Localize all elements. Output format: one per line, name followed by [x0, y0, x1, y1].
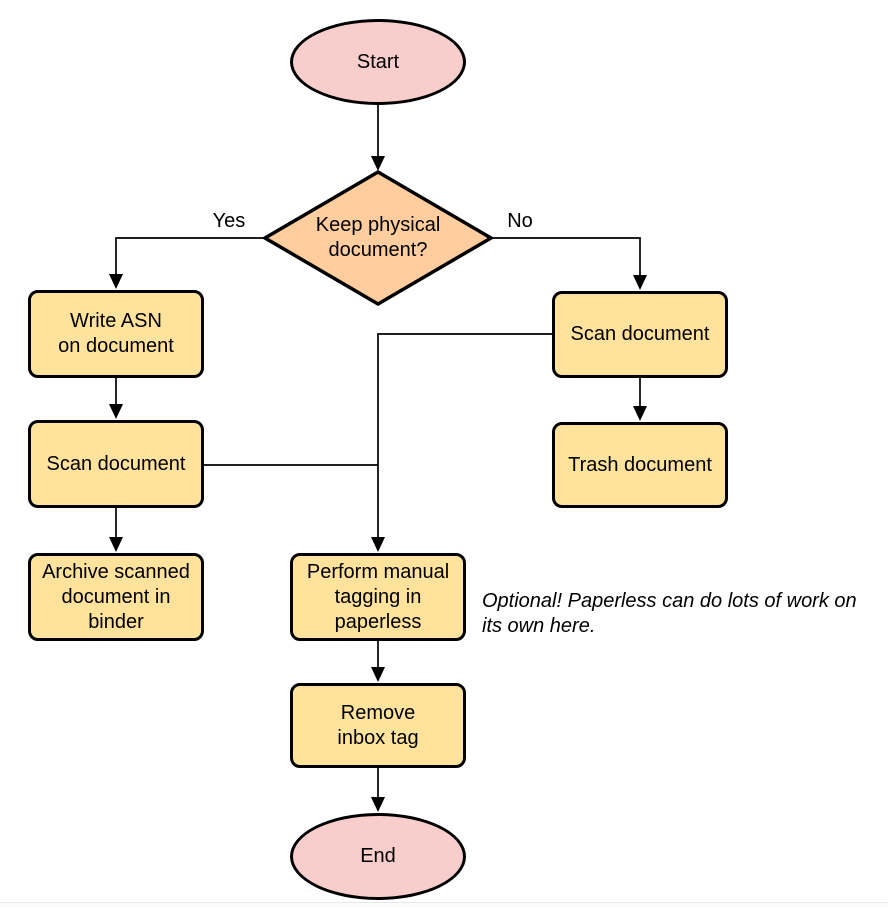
edge-scanright-to-tagging — [377, 333, 552, 539]
arrowhead-decision — [371, 156, 385, 171]
decision-node-label: Keep physical document? — [315, 214, 441, 261]
arrowhead-write-asn — [109, 274, 123, 289]
remove-inbox-tag-node: Remove inbox tag — [290, 683, 466, 768]
scan-document-left-label: Scan document — [46, 452, 186, 475]
arrowhead-remove-inbox — [371, 667, 385, 682]
yes-edge-label: Yes — [212, 210, 246, 232]
edge-no-branch — [491, 237, 641, 277]
end-node-label: End — [360, 845, 396, 867]
start-node-label: Start — [356, 50, 400, 73]
decision-node: Keep physical document? — [265, 172, 491, 304]
end-node: End — [290, 813, 466, 900]
tagging-node: Perform manual tagging in paperless — [290, 553, 466, 641]
tagging-node-label: Perform manual tagging in paperless — [306, 560, 450, 633]
optional-note: Optional! Paperless can do lots of work … — [482, 590, 857, 637]
trash-document-node: Trash document — [552, 422, 728, 508]
start-node: Start — [290, 19, 466, 105]
arrowhead-scan-left — [109, 404, 123, 419]
trash-document-label: Trash document — [568, 453, 712, 476]
no-edge-label: No — [507, 210, 533, 232]
arrowhead-tagging — [371, 537, 385, 552]
decision-diamond-shape — [261, 169, 495, 307]
scan-document-left-node: Scan document — [28, 420, 204, 508]
arrowhead-trash — [633, 406, 647, 421]
remove-inbox-tag-label: Remove inbox tag — [337, 701, 419, 749]
below-page-area — [0, 903, 888, 907]
arrowhead-archive — [109, 537, 123, 552]
archive-node-label: Archive scanned document in binder — [42, 560, 190, 633]
arrowhead-scan-right — [633, 275, 647, 290]
scan-document-right-label: Scan document — [570, 323, 710, 345]
scan-document-right-node: Scan document — [552, 291, 728, 378]
page-bottom-divider — [0, 902, 888, 903]
write-asn-node-label: Write ASN on document — [58, 310, 174, 357]
edge-yes-branch — [115, 237, 265, 276]
arrowhead-end — [371, 797, 385, 812]
write-asn-node: Write ASN on document — [28, 290, 204, 378]
archive-node: Archive scanned document in binder — [28, 553, 204, 641]
